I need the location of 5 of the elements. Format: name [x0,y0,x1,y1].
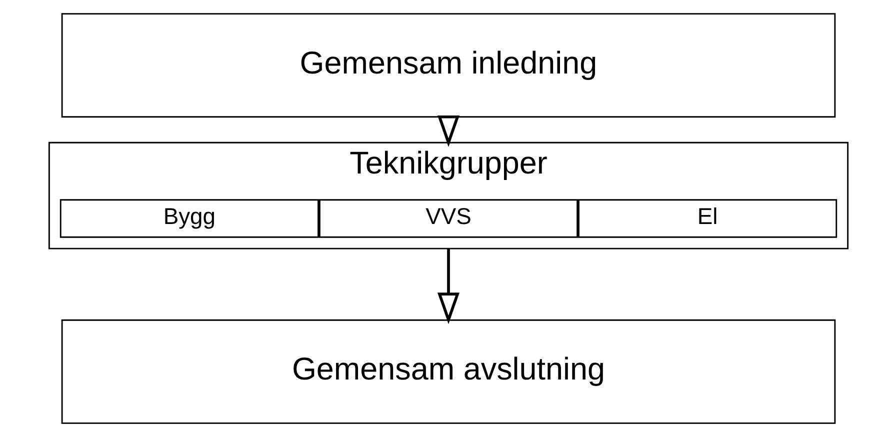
arrow [436,248,460,324]
node-box: VVS [318,199,578,238]
node-box: El [578,199,837,238]
node-box: Bygg [59,199,318,238]
node-box: Gemensam avslutning [60,319,836,424]
